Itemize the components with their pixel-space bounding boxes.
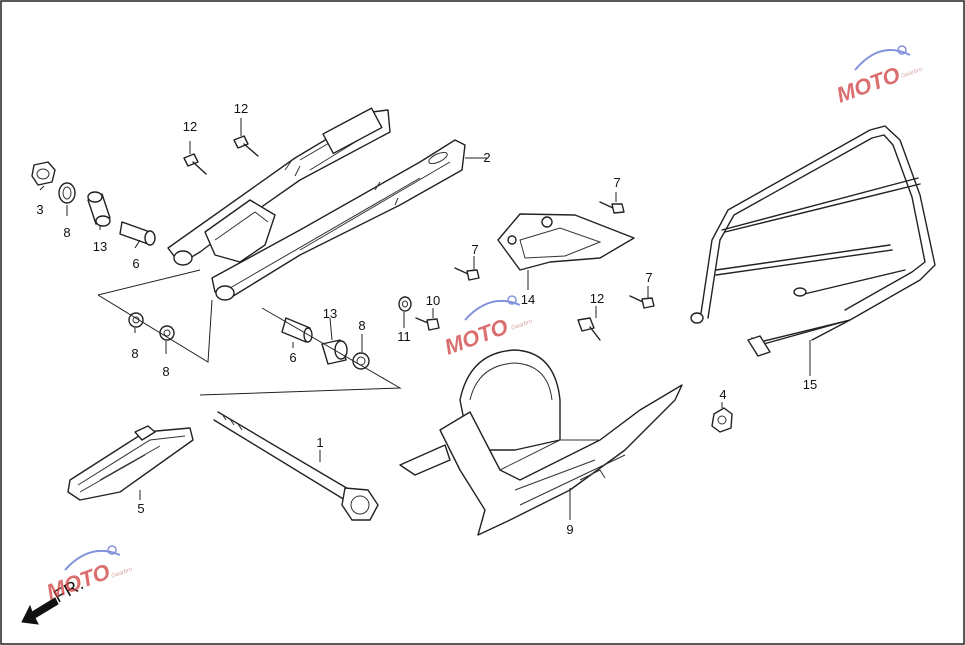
callout-15: 15 xyxy=(803,377,817,392)
front-arrow-icon xyxy=(21,597,59,625)
bolt-part-7-a xyxy=(599,201,625,214)
callout-13-a: 13 xyxy=(93,239,107,254)
swingarm-part xyxy=(167,107,466,301)
callout-8-a: 8 xyxy=(63,225,70,240)
callout-10: 10 xyxy=(426,293,440,308)
watermark-bottom-left: MOTO Gearbro xyxy=(43,545,134,605)
callout-6-b: 6 xyxy=(289,350,296,365)
bolt-part-12-c xyxy=(577,317,601,341)
pivot-bolt-part-1 xyxy=(213,411,379,521)
watermark-top-right: MOTO Gearbro xyxy=(833,45,924,108)
svg-text:Gearbro: Gearbro xyxy=(511,318,534,331)
bolt-part-10 xyxy=(415,317,440,331)
callout-9: 9 xyxy=(566,522,573,537)
chain-slider-part-5 xyxy=(67,425,194,501)
bolt-part-7-b xyxy=(454,267,480,281)
bearing-part-13-b xyxy=(321,339,348,365)
callout-8-c: 8 xyxy=(162,364,169,379)
nut-part-3 xyxy=(31,161,56,186)
collar-part-6-a xyxy=(119,221,156,246)
collar-part-6-b xyxy=(281,317,313,343)
svg-text:MOTO: MOTO xyxy=(43,559,113,605)
callout-12-a: 12 xyxy=(183,119,197,134)
svg-text:Gearbro: Gearbro xyxy=(901,66,924,79)
svg-text:MOTO: MOTO xyxy=(833,62,903,108)
chain-cover-part-14 xyxy=(497,213,635,271)
callout-7-a: 7 xyxy=(613,175,620,190)
washer-part-8-d xyxy=(352,352,370,370)
callout-11: 11 xyxy=(397,329,411,344)
callout-8-d: 8 xyxy=(358,318,365,333)
svg-text:Gearbro: Gearbro xyxy=(111,566,134,579)
callout-labels: 3 8 13 6 12 12 2 8 8 6 13 8 1 5 7 7 14 7… xyxy=(36,101,817,537)
bolt-part-7-c xyxy=(629,295,655,309)
callout-3: 3 xyxy=(36,202,43,217)
nut-part-4 xyxy=(711,407,733,433)
rear-hugger-part-9 xyxy=(399,349,683,536)
callout-7-b: 7 xyxy=(471,242,478,257)
callout-2: 2 xyxy=(483,150,490,165)
callout-7-c: 7 xyxy=(645,270,652,285)
callout-5: 5 xyxy=(137,501,144,516)
washer-part-11 xyxy=(398,296,412,312)
callout-1: 1 xyxy=(316,435,323,450)
callout-8-b: 8 xyxy=(131,346,138,361)
callout-12-c: 12 xyxy=(590,291,604,306)
bearing-part-13-a xyxy=(87,191,111,227)
callout-4: 4 xyxy=(719,387,726,402)
washer-part-8-a xyxy=(58,182,76,204)
callout-14: 14 xyxy=(521,292,535,307)
callout-12-b: 12 xyxy=(234,101,248,116)
leader-lines xyxy=(39,118,811,520)
guard-frame-part-15 xyxy=(690,125,936,357)
callout-13-b: 13 xyxy=(323,306,337,321)
bolt-part-12-b xyxy=(233,135,259,157)
washer-part-8-c xyxy=(159,325,175,341)
bolt-part-12-a xyxy=(183,153,207,175)
callout-6-a: 6 xyxy=(132,256,139,271)
